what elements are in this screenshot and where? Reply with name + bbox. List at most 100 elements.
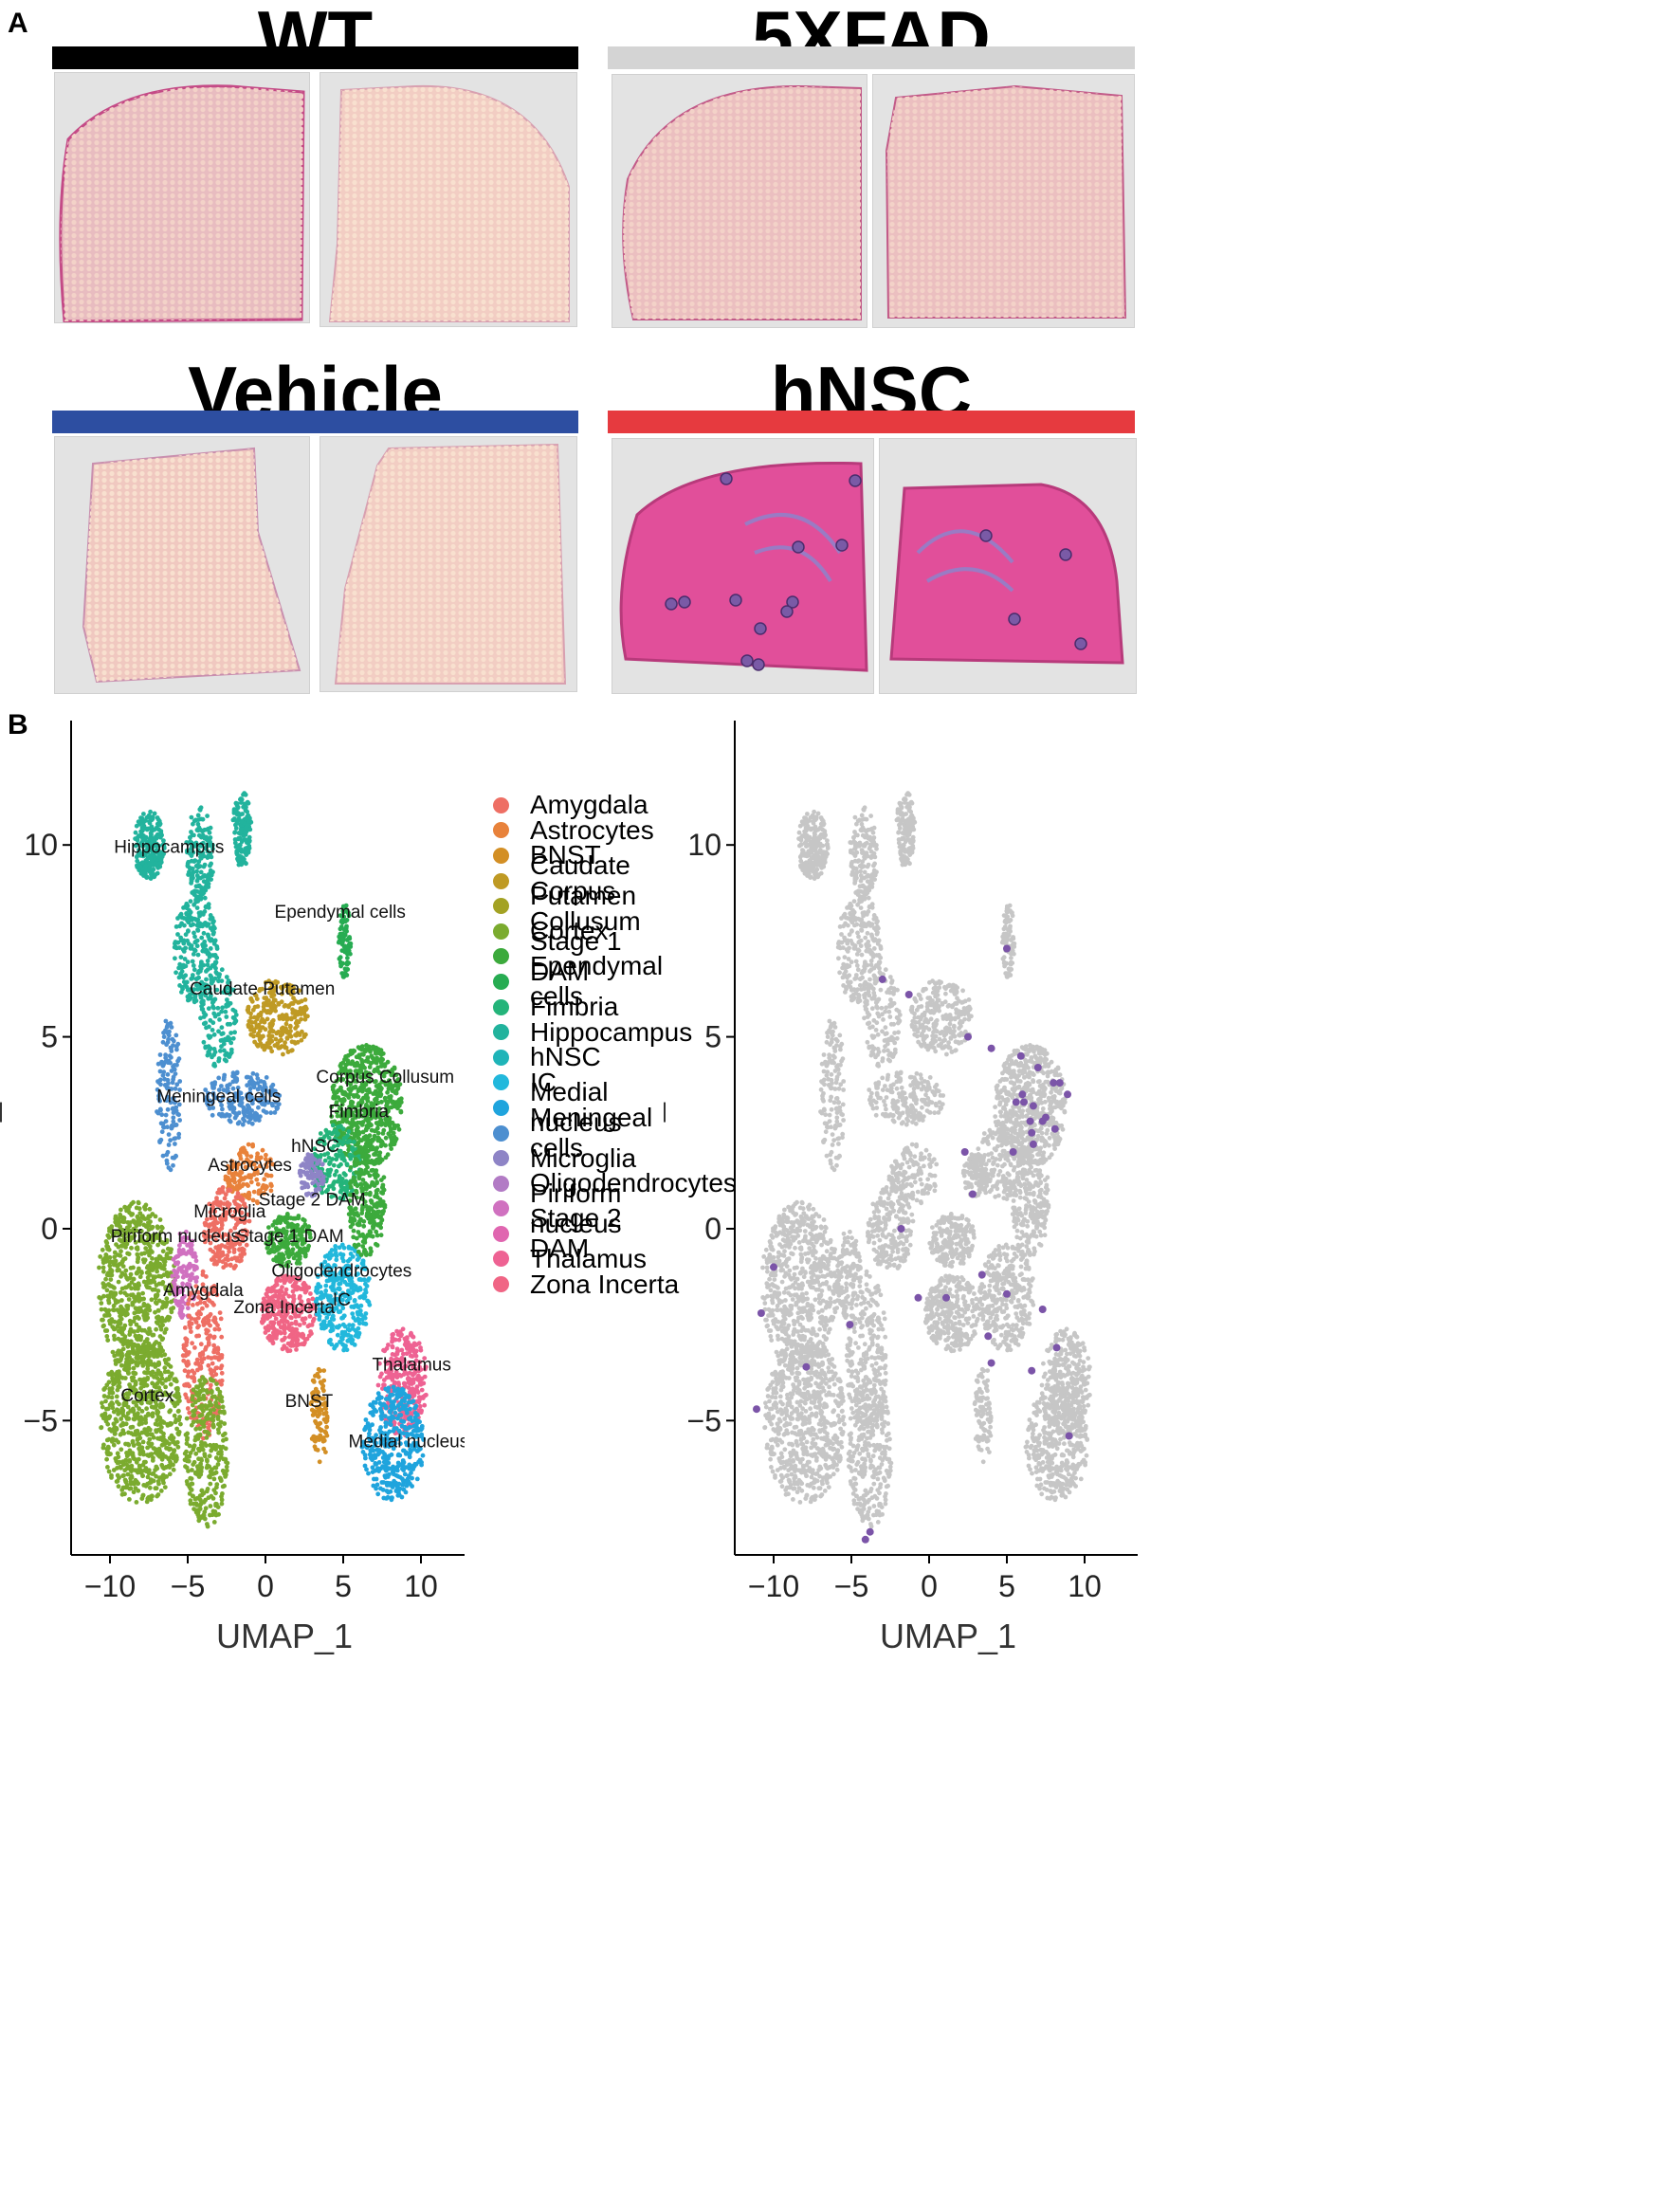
umap-point xyxy=(100,1400,104,1406)
umap-point xyxy=(203,1013,209,1017)
umap-point xyxy=(157,1349,163,1355)
umap-point xyxy=(338,960,343,966)
umap-point xyxy=(342,947,347,953)
umap-point xyxy=(150,1268,155,1272)
umap-point xyxy=(162,1485,168,1489)
umap-point xyxy=(194,923,200,928)
umap-point xyxy=(131,1443,137,1448)
umap-point xyxy=(119,1316,124,1322)
umap-point xyxy=(247,838,252,844)
umap-point xyxy=(327,1160,333,1165)
umap-point xyxy=(147,1485,153,1490)
umap-point xyxy=(259,1035,264,1041)
umap-point xyxy=(212,1509,218,1514)
umap-point xyxy=(174,1387,180,1392)
umap-point xyxy=(210,1000,215,1005)
umap-point xyxy=(193,897,199,903)
umap-point xyxy=(205,959,210,963)
umap-point xyxy=(221,1265,227,1270)
umap-point xyxy=(293,1252,299,1258)
umap-point xyxy=(141,1215,147,1221)
umap-point xyxy=(219,1398,225,1404)
umap-point xyxy=(137,1306,143,1310)
umap-point xyxy=(193,982,199,988)
umap-point xyxy=(234,850,240,856)
umap-point xyxy=(223,1009,228,1014)
umap-point xyxy=(204,921,209,926)
umap-point xyxy=(191,1493,196,1499)
umap-point xyxy=(342,928,348,933)
umap-point xyxy=(223,1256,228,1262)
umap-point xyxy=(242,850,247,855)
umap-point xyxy=(198,805,204,811)
umap-point xyxy=(338,1182,343,1188)
umap-point xyxy=(252,1019,258,1025)
umap-point xyxy=(212,976,218,981)
umap-point xyxy=(156,1298,162,1304)
umap-point xyxy=(302,1016,308,1022)
umap-point xyxy=(126,1371,131,1376)
hnsc-spot xyxy=(665,597,678,611)
umap-point xyxy=(189,858,194,864)
umap-point xyxy=(211,1343,217,1348)
umap-point xyxy=(210,1112,215,1118)
umap-point xyxy=(194,905,200,910)
umap-point xyxy=(330,1123,336,1128)
umap-point xyxy=(116,1336,121,1342)
umap-point xyxy=(198,869,204,875)
umap-point xyxy=(242,1118,247,1124)
umap-point xyxy=(135,1436,140,1441)
umap-point xyxy=(105,1465,110,1470)
umap-point xyxy=(191,1409,195,1414)
umap-point xyxy=(224,1051,229,1056)
umap-point xyxy=(185,987,191,993)
umap-point xyxy=(246,819,251,824)
umap-point xyxy=(210,1378,216,1383)
umap-point xyxy=(216,1056,222,1061)
umap-point xyxy=(105,1421,111,1427)
umap-point xyxy=(192,1470,198,1475)
umap-point xyxy=(155,1288,161,1293)
umap-point xyxy=(362,1095,368,1101)
umap-point xyxy=(122,1477,128,1483)
umap-point xyxy=(211,941,217,946)
umap-point xyxy=(167,1455,173,1461)
umap-point xyxy=(251,1080,256,1086)
umap-point xyxy=(162,1330,168,1335)
umap-point xyxy=(185,1306,191,1311)
umap-point xyxy=(236,835,242,841)
panel-b-letter: B xyxy=(8,709,28,740)
umap-point xyxy=(201,828,206,833)
umap-point xyxy=(167,1435,173,1441)
umap-point xyxy=(106,1372,112,1377)
umap-point xyxy=(329,1183,335,1189)
umap-point xyxy=(224,1058,229,1064)
umap-point xyxy=(130,1438,136,1444)
umap-point xyxy=(116,1328,121,1334)
umap-point xyxy=(237,813,243,817)
umap-point xyxy=(345,956,350,960)
umap-point xyxy=(220,1491,225,1496)
umap-point xyxy=(153,1214,158,1219)
umap-point xyxy=(206,1362,211,1368)
umap-point xyxy=(160,1265,166,1270)
umap-point xyxy=(347,935,352,940)
umap-point xyxy=(193,1265,199,1270)
umap-point xyxy=(106,1469,112,1474)
umap-point xyxy=(182,1251,188,1256)
umap-point xyxy=(278,1033,283,1038)
hnsc-spot xyxy=(729,594,742,607)
umap-point xyxy=(209,861,214,867)
umap-point xyxy=(199,889,205,895)
umap-point xyxy=(225,1460,230,1466)
umap-point xyxy=(305,1014,310,1019)
umap-point xyxy=(337,1176,342,1181)
umap-point xyxy=(343,1091,349,1097)
umap-point xyxy=(159,1319,164,1325)
umap-point xyxy=(133,830,138,835)
umap-point xyxy=(198,981,204,987)
umap-point xyxy=(208,1247,213,1252)
umap-point xyxy=(133,836,138,841)
umap-point xyxy=(119,1447,124,1453)
umap-point xyxy=(98,1254,103,1259)
